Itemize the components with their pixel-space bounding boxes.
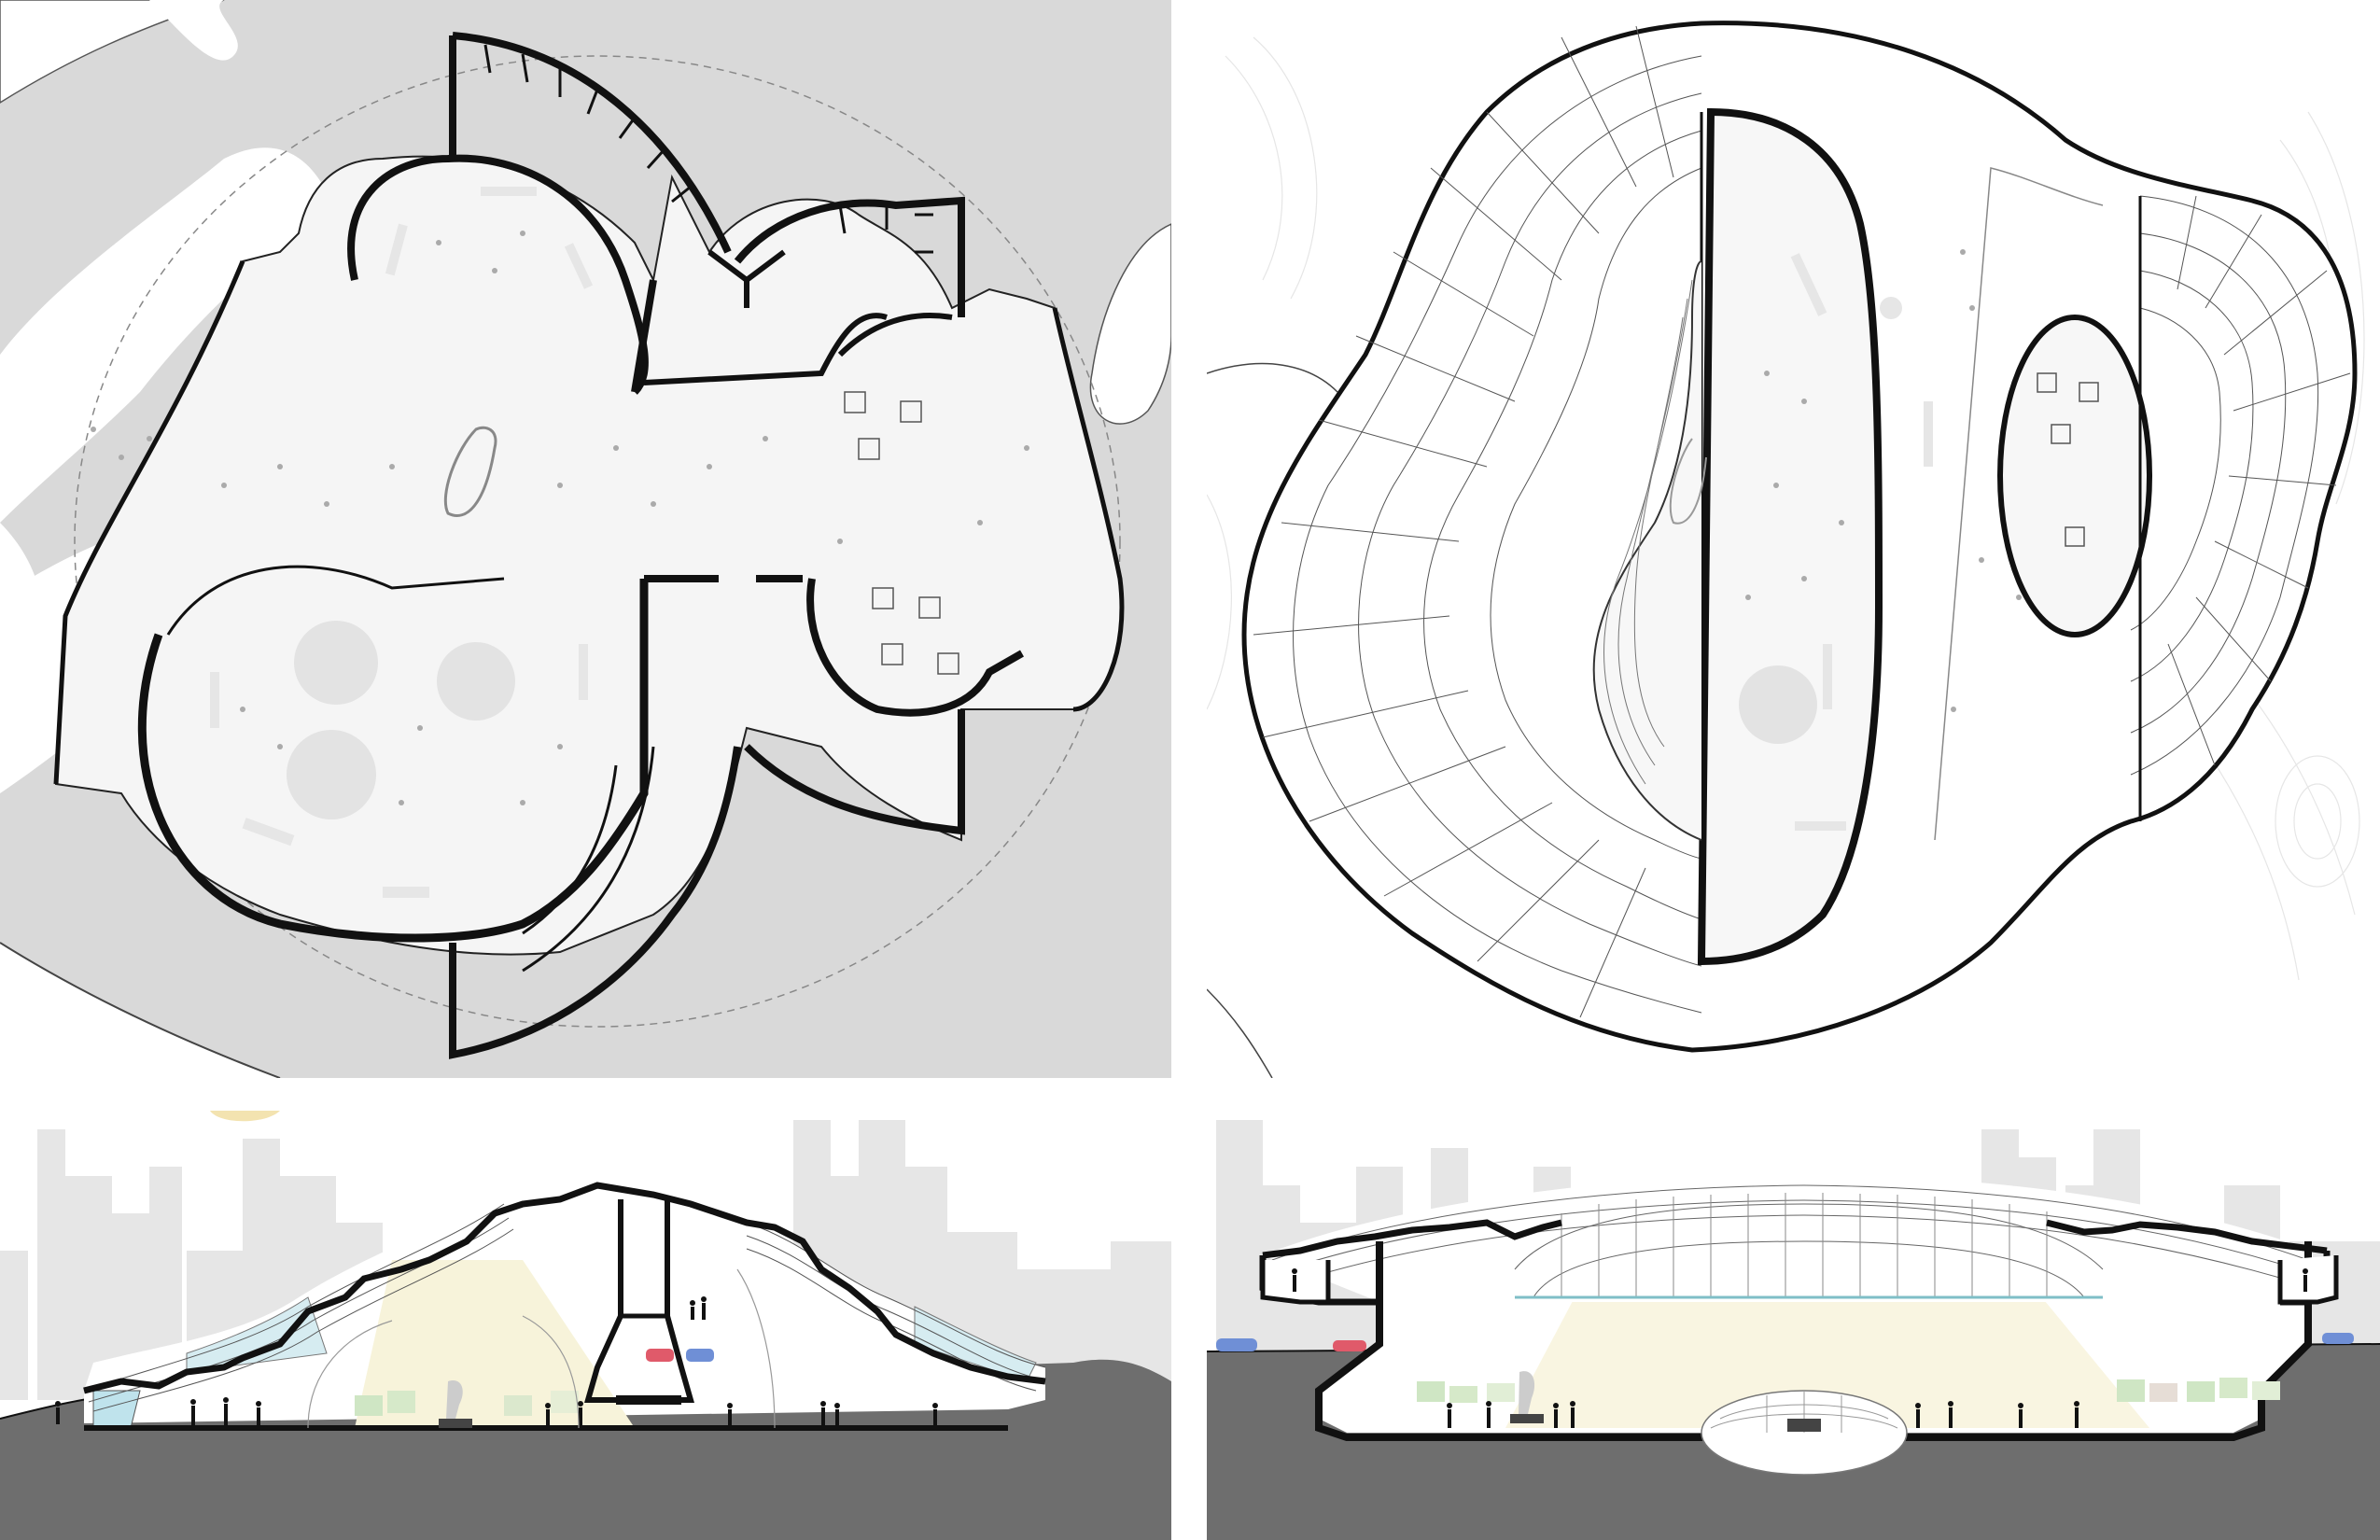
roof-section-cut xyxy=(1262,1219,2328,1259)
sculpted-roof-void xyxy=(1592,260,1702,841)
roof-plan xyxy=(1207,0,2380,1078)
exhibit-panel xyxy=(1924,401,1933,467)
sun-icon xyxy=(210,1111,280,1122)
courtyard-tables xyxy=(2037,372,2099,547)
central-sculpture xyxy=(1669,438,1707,525)
void-contours xyxy=(1603,279,1693,785)
exhibit-panel xyxy=(385,223,408,276)
cafe-tables xyxy=(844,391,959,675)
roof-section-cut xyxy=(83,1182,1046,1394)
partition-wall xyxy=(837,313,953,357)
light-cone xyxy=(355,1260,635,1428)
people-scatter xyxy=(1745,249,2022,712)
envelope-east xyxy=(1052,307,1125,712)
roof-shell-ribs xyxy=(1271,1184,2309,1298)
exhibit-panel xyxy=(1823,644,1832,709)
south-east-wall xyxy=(744,709,965,835)
storage-wing-wall xyxy=(734,196,965,317)
exhibit-plinth xyxy=(437,642,515,721)
cantilever-pod-right xyxy=(2277,1255,2339,1305)
exhibit-plinth xyxy=(287,730,376,819)
exhibit-panel xyxy=(1790,253,1827,316)
car-icon xyxy=(646,1349,714,1362)
sculpture-icon xyxy=(439,1380,472,1428)
roof-footprint-dashed xyxy=(74,55,1121,1028)
site-edge-line xyxy=(1207,988,1273,1078)
landscape-patch xyxy=(149,0,238,61)
gallery-wall xyxy=(631,279,657,393)
site-edge-line xyxy=(0,942,281,1078)
glass-roof xyxy=(186,1296,328,1373)
exhibit-panels xyxy=(1417,1378,2280,1403)
exhibit-panel xyxy=(242,818,295,847)
exhibit-panel xyxy=(383,887,429,898)
envelope-west xyxy=(53,260,245,785)
sculpture-icon xyxy=(1510,1371,1544,1423)
shaft-base xyxy=(616,1395,681,1405)
exhibit-panel xyxy=(1795,821,1846,831)
oval-gallery-inner xyxy=(166,565,505,636)
exposed-floor-cut xyxy=(1697,107,1883,966)
landscape-patch xyxy=(0,147,336,524)
person-icon xyxy=(55,1296,938,1428)
partition-wall xyxy=(643,313,888,385)
oval-courtyard-void xyxy=(1997,315,2152,637)
roof-shell xyxy=(1263,1174,2313,1302)
people-scatter xyxy=(91,231,1029,805)
landscape-patch xyxy=(0,943,280,1078)
oval-gallery-wall xyxy=(137,579,649,943)
roof-ridge xyxy=(1934,167,2104,841)
exhibit-plinth xyxy=(294,621,378,705)
exhibit-panel xyxy=(210,672,219,728)
oval-ribs xyxy=(1710,1391,1898,1433)
exhibit-panels xyxy=(355,1391,579,1416)
roof-panel-grid-right xyxy=(2130,195,2351,776)
section-interior xyxy=(84,1185,1045,1423)
office-partition xyxy=(522,746,655,973)
longitudinal-section-panel xyxy=(0,1111,1171,1540)
person-icon xyxy=(1292,1268,2308,1428)
exhibit-plinth xyxy=(1739,665,1817,744)
central-exhibit-base xyxy=(1787,1419,1821,1432)
storage-bays xyxy=(483,44,933,254)
cross-section xyxy=(1207,1111,2380,1540)
roof-shell-grid xyxy=(1561,1193,2048,1297)
roof-plan-panel xyxy=(1207,0,2380,1078)
wall-junction xyxy=(707,249,786,308)
ground-floor-plan-panel xyxy=(0,0,1171,1078)
cafe-room-wall xyxy=(806,578,1024,717)
ground-floor-plan xyxy=(0,0,1171,1078)
exhibit-panel xyxy=(481,187,537,196)
roof-panel-grid-left xyxy=(1253,25,1702,1018)
interior-partitions xyxy=(307,1268,776,1429)
light-cone xyxy=(1505,1269,2149,1428)
central-sculpture xyxy=(443,426,497,517)
exhibit-panel xyxy=(579,644,588,700)
exhibit-panel xyxy=(564,243,594,289)
cross-section-panel xyxy=(1207,1111,2380,1540)
longitudinal-section xyxy=(0,1111,1171,1540)
exhibit-plinth xyxy=(1880,297,1902,319)
landscape-patch xyxy=(1089,223,1171,425)
office-wing-wall xyxy=(449,746,741,1059)
storage-wing-wall xyxy=(449,32,732,254)
site-edge-line xyxy=(1207,362,1338,393)
